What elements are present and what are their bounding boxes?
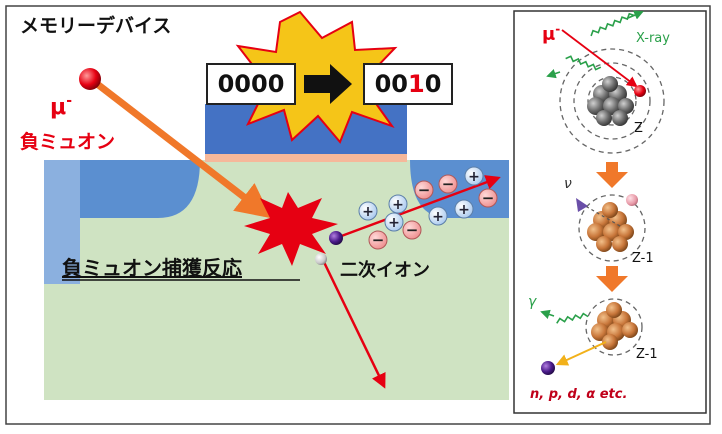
inset-step-arrow-2 [596,266,628,292]
inset-stage-1: μ- X-ray Z [542,10,670,154]
bit-change-arrow [304,64,352,104]
device-title: メモリーデバイス [20,14,171,37]
svg-text:+: + [468,169,480,185]
hole-carrier: + [384,212,404,232]
emitted-particle [541,361,555,375]
bits-before: 0000 [218,70,285,98]
hole-carrier: + [388,194,408,214]
xray-wave-lower [565,55,602,71]
flipped-bit: 1 [408,70,425,98]
capture-reaction-label: 負ミュオン捕獲反応 [62,256,242,280]
emitted-particle-track [555,341,607,366]
svg-text:+: + [388,215,400,231]
white-ion-particle [315,253,327,265]
xray-arrow-upper [627,10,644,20]
svg-text:−: − [482,189,495,207]
incoming-muon-particle [79,68,101,90]
purple-ion-particle [329,231,343,245]
svg-text:+: + [432,209,444,225]
left-diffusion-region [44,160,200,218]
svg-text:−: − [406,221,419,239]
hole-carrier: + [358,201,378,221]
svg-text:−: − [442,175,455,193]
gamma-wave [556,312,589,324]
nu-label: ν [564,176,572,192]
muon-trajectory-arrow [89,77,272,219]
svg-text:+: + [392,197,404,213]
captured-muon [634,85,646,97]
hole-carrier: + [464,166,484,186]
z-minus-1-label-lower: Z-1 [636,347,658,362]
inset-step-arrow-1 [596,162,628,188]
svg-text:−: − [418,181,431,199]
hole-carrier: + [428,206,448,226]
svg-text:+: + [458,202,470,218]
z-minus-1-label-upper: Z-1 [632,251,654,266]
bits-before-box [206,63,296,105]
svg-text:+: + [362,204,374,220]
secondary-ions-label: 二次イオン [340,259,430,281]
nucleus-z-minus-1-lower [591,302,638,350]
gamma-label: γ [528,294,537,310]
xray-label: X-ray [636,31,670,46]
inset-muon-symbol: μ- [542,22,560,45]
z-label: Z [634,121,643,136]
neutrino-marker [576,198,588,212]
inset-muon-arrow [561,29,638,88]
xray-wave-upper [590,12,635,37]
neutrino-track [581,203,621,227]
inset-stage-2: ν Z-1 [564,176,654,266]
electron-carrier: − [368,230,388,250]
secondary-ion-track-upper [335,175,501,240]
svg-text:−: − [372,231,385,249]
xray-arrow-lower [546,69,561,79]
nucleus-z [587,76,634,126]
capture-explosion [244,192,338,266]
bits-after: 0010 [375,70,442,98]
inset-stage-3: γ Z-1 n, p, d, α etc. [528,294,658,402]
charge-carriers: + + + + + + − − − − − [358,166,498,250]
electron-carrier: − [414,180,434,200]
products-label: n, p, d, α etc. [530,387,627,402]
muon-symbol: μ- [50,93,72,120]
isolation-region [44,160,80,284]
gate-oxide [205,152,407,162]
decaying-muon [626,194,638,206]
gamma-arrow [540,309,555,319]
electron-carrier: − [402,220,422,240]
electron-carrier: − [438,174,458,194]
bits-after-box [363,63,453,105]
nucleus-z-minus-1-upper [587,202,634,252]
electron-carrier: − [478,188,498,208]
muon-label: 負ミュオン [20,130,115,153]
secondary-ion-track-lower [320,257,386,389]
hole-carrier: + [454,199,474,219]
